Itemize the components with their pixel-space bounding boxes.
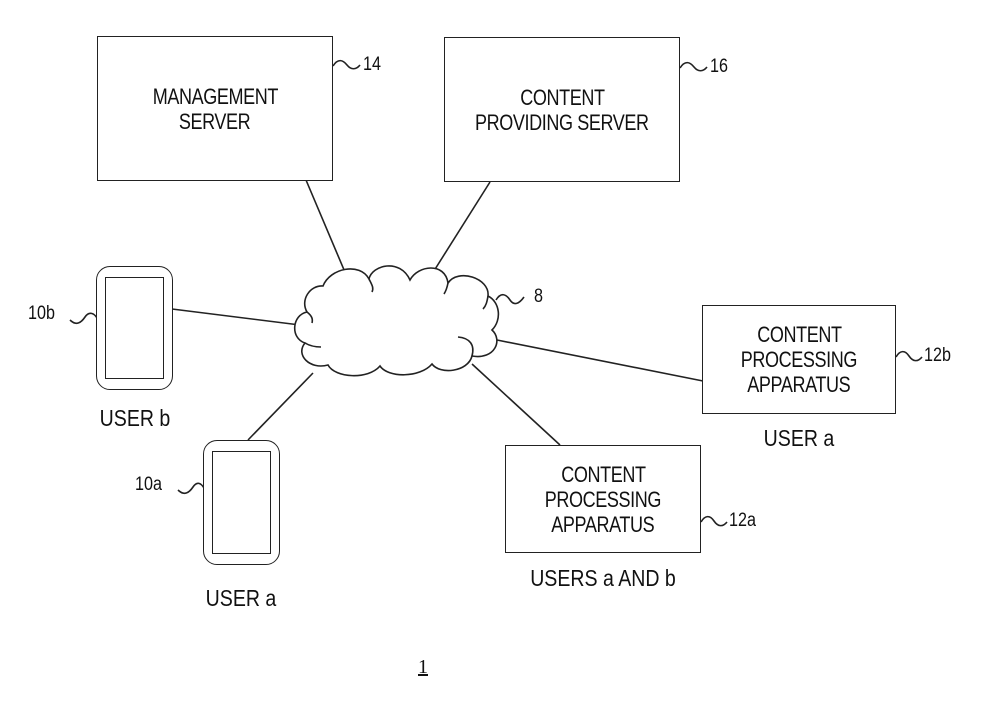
figure-number: 1 [418, 656, 428, 678]
link-content-providing-server-network [431, 181, 491, 275]
leader-12a [700, 515, 728, 527]
user-terminal-b [96, 266, 173, 390]
content-processing-apparatus-b-box: CONTENT PROCESSING APPARATUS [702, 305, 896, 414]
link-apparatus-a-network [471, 363, 561, 446]
leader-12b [895, 350, 923, 362]
terminal-b-caption: USER b [99, 405, 171, 431]
ref-16: 16 [710, 56, 728, 77]
management-server-box: MANAGEMENT SERVER [97, 36, 333, 181]
ref-8: 8 [534, 286, 543, 307]
terminal-a-caption: USER a [205, 585, 277, 611]
link-terminal-b-network [171, 308, 301, 326]
leader-16 [679, 61, 708, 72]
apparatus-b-label-line-1: CONTENT [756, 322, 842, 347]
ref-10b: 10b [28, 303, 55, 324]
content-providing-server-box: CONTENT PROVIDING SERVER [444, 37, 680, 182]
leader-10b [69, 312, 98, 325]
terminal-b-screen [105, 277, 164, 379]
content-processing-apparatus-a-box: CONTENT PROCESSING APPARATUS [505, 445, 701, 553]
content-providing-server-label-line-2: PROVIDING SERVER [475, 109, 649, 135]
leader-10a [177, 482, 205, 495]
link-apparatus-b-network [496, 339, 704, 382]
leader-8 [495, 293, 525, 305]
content-providing-server-label-line-1: CONTENT [519, 84, 605, 110]
user-terminal-a [203, 440, 280, 565]
management-server-label-line-1: MANAGEMENT [152, 83, 278, 109]
ref-14: 14 [363, 54, 381, 75]
apparatus-a-label-line-2: PROCESSING [544, 486, 662, 512]
leader-14 [332, 59, 361, 70]
apparatus-a-label-line-1: CONTENT [560, 461, 646, 487]
apparatus-b-caption: USER a [763, 425, 835, 451]
link-terminal-a-network [247, 372, 314, 441]
ref-12b: 12b [924, 345, 951, 366]
apparatus-b-label-line-2: PROCESSING [740, 347, 858, 372]
management-server-label-line-2: SERVER [179, 108, 251, 134]
ref-10a: 10a [135, 474, 162, 495]
apparatus-a-label-line-3: APPARATUS [551, 511, 655, 537]
apparatus-b-label-line-3: APPARATUS [747, 372, 851, 397]
terminal-a-screen [212, 451, 271, 554]
network-cloud [293, 265, 500, 377]
link-management-server-network [305, 179, 351, 285]
apparatus-a-caption: USERS a AND b [530, 565, 676, 591]
ref-12a: 12a [729, 510, 756, 531]
